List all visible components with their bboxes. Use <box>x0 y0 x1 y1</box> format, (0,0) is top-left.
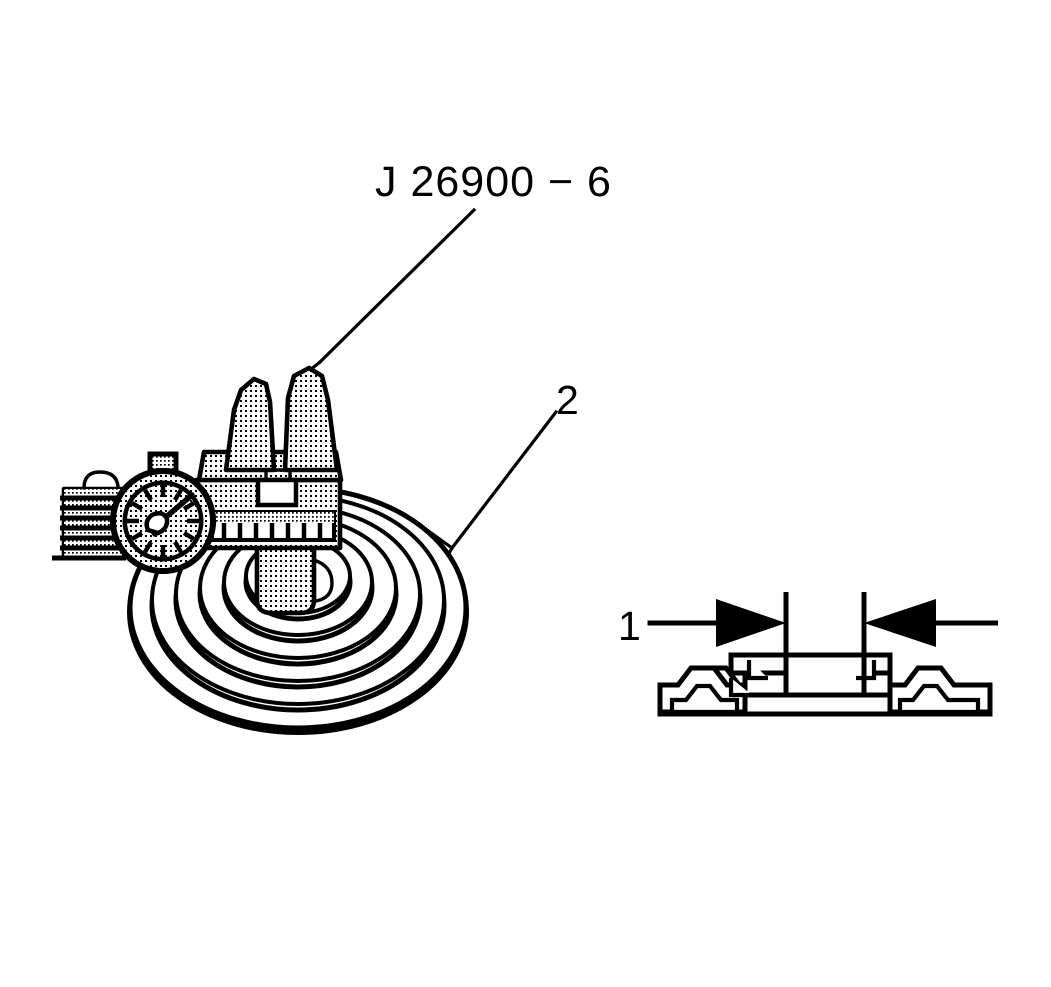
flexplate-cross-section-detail <box>648 592 998 717</box>
section-hub-step-left <box>728 678 752 698</box>
tool-fork-prong-left <box>223 376 277 473</box>
section-plate-inner-left <box>669 683 740 715</box>
leader-item-2 <box>449 409 559 551</box>
section-hub-core <box>783 652 867 698</box>
tool-fork-prong-right <box>282 365 340 473</box>
tool-number-label: J 26900 − 6 <box>375 158 612 206</box>
dimension-arrow-right <box>864 599 936 647</box>
section-hub-base <box>742 692 893 717</box>
tool-slot-step <box>264 468 292 482</box>
leader-tool-number <box>317 207 477 365</box>
stem-top-lug <box>82 470 120 490</box>
special-tool-j26900-6 <box>147 365 344 616</box>
section-plate-inner-right <box>897 683 981 715</box>
tool-prong-slot <box>255 477 299 508</box>
dial-needle-hub <box>144 510 170 536</box>
item-1-label: 1 <box>618 603 641 649</box>
dial-tick-marks <box>127 485 199 557</box>
item-2-label: 2 <box>556 377 579 423</box>
section-hub-notch-left <box>746 660 768 681</box>
dimension-arrow-left <box>716 599 786 647</box>
tool-foot-tab <box>312 558 334 603</box>
tool-scale-shade <box>212 512 334 523</box>
dial-indicator-gauge <box>110 451 216 574</box>
knurled-gauge-stem <box>52 470 126 561</box>
